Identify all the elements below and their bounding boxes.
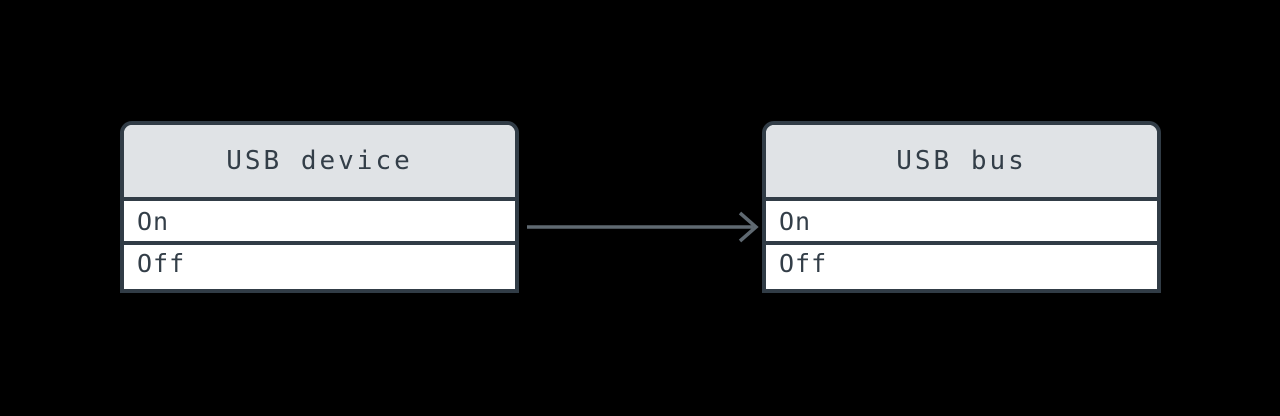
node-usb-device-row-off: Off bbox=[124, 241, 515, 281]
node-usb-device-title: USB device bbox=[226, 146, 413, 176]
node-usb-device-header: USB device bbox=[124, 125, 515, 201]
connector-arrow bbox=[527, 211, 759, 243]
node-usb-bus-row-off-label: Off bbox=[779, 248, 828, 278]
connector-arrowhead-icon bbox=[738, 211, 759, 243]
node-usb-bus-row-off: Off bbox=[766, 241, 1157, 281]
node-usb-bus-title: USB bus bbox=[896, 146, 1027, 176]
node-usb-device-row-on-label: On bbox=[137, 206, 170, 236]
node-usb-device: USB device On Off bbox=[120, 121, 519, 293]
node-usb-bus-header: USB bus bbox=[766, 125, 1157, 201]
node-usb-bus-row-on: On bbox=[766, 201, 1157, 241]
node-usb-device-row-on: On bbox=[124, 201, 515, 241]
node-usb-device-row-off-label: Off bbox=[137, 248, 186, 278]
node-usb-bus-row-on-label: On bbox=[779, 206, 812, 236]
node-usb-bus: USB bus On Off bbox=[762, 121, 1161, 293]
